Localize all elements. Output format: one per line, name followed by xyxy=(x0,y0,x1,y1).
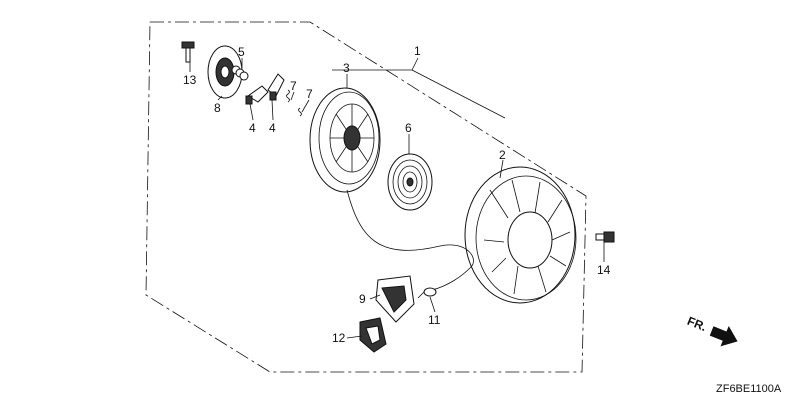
part-5-spring xyxy=(231,65,249,81)
callout-4b: 4 xyxy=(269,121,276,135)
part-4-ratchet-a xyxy=(245,85,269,105)
callout-7a: 7 xyxy=(290,79,297,93)
direction-label: FR. xyxy=(685,314,708,334)
callout-12: 12 xyxy=(332,331,346,345)
callout-5: 5 xyxy=(238,45,245,59)
callout-14: 14 xyxy=(597,263,611,277)
part-11-rope-clip xyxy=(417,287,437,299)
starter-rope xyxy=(346,189,474,291)
part-7-spring-a xyxy=(286,89,290,103)
part-3-starter-reel xyxy=(309,87,381,193)
part-13-bolt xyxy=(181,41,195,63)
front-direction-indicator: FR. xyxy=(685,314,738,347)
callout-6: 6 xyxy=(405,121,412,135)
callout-7b: 7 xyxy=(306,87,313,101)
part-4-ratchet-b xyxy=(267,73,285,101)
assembly-boundary xyxy=(145,21,587,373)
part-6-recoil-spring xyxy=(387,153,433,211)
callout-3: 3 xyxy=(343,61,350,75)
part-9-starter-grip xyxy=(375,275,415,323)
direction-arrow-icon xyxy=(709,325,738,347)
leader-lines xyxy=(189,57,605,339)
diagram-code: ZF6BE1100A xyxy=(716,383,782,395)
part-8-ratchet-plate xyxy=(207,45,243,99)
part-7-spring-b xyxy=(298,107,302,117)
callout-2: 2 xyxy=(499,148,506,162)
callout-13: 13 xyxy=(183,73,197,87)
callout-1: 1 xyxy=(414,44,421,58)
callout-4a: 4 xyxy=(249,121,256,135)
callout-8: 8 xyxy=(214,101,221,115)
callout-9: 9 xyxy=(359,292,366,306)
part-2-starter-case xyxy=(464,166,577,304)
callout-11: 11 xyxy=(428,313,441,327)
part-12-grip-insert xyxy=(359,317,387,353)
part-14-bolt xyxy=(595,231,615,243)
